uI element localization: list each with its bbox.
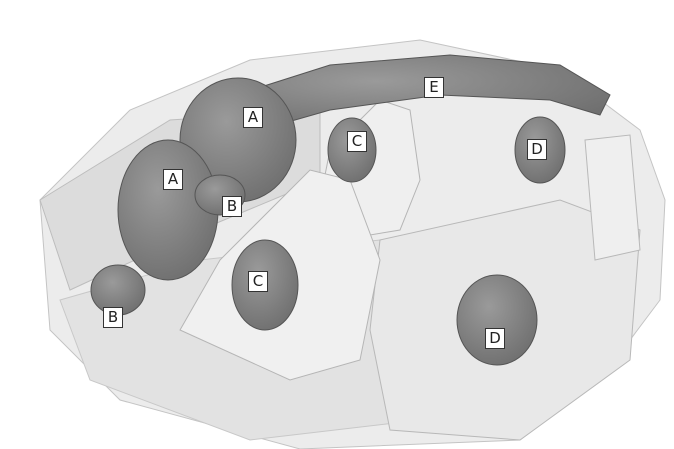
- label-c-driver-side: C: [248, 271, 268, 292]
- label-c-passenger-side: C: [347, 131, 367, 152]
- curtain-airbag: [218, 54, 611, 131]
- label-b-passenger-knee: B: [103, 307, 123, 328]
- label-a-passenger: A: [243, 107, 263, 128]
- label-e-curtain: E: [424, 77, 444, 98]
- label-d-rear-left: D: [485, 328, 505, 349]
- rear-headrests: [584, 134, 641, 261]
- label-a-driver: A: [163, 169, 183, 190]
- label-b-driver-knee: B: [222, 196, 242, 217]
- rear-left-side-airbag: [456, 274, 538, 366]
- label-d-rear-right: D: [527, 139, 547, 160]
